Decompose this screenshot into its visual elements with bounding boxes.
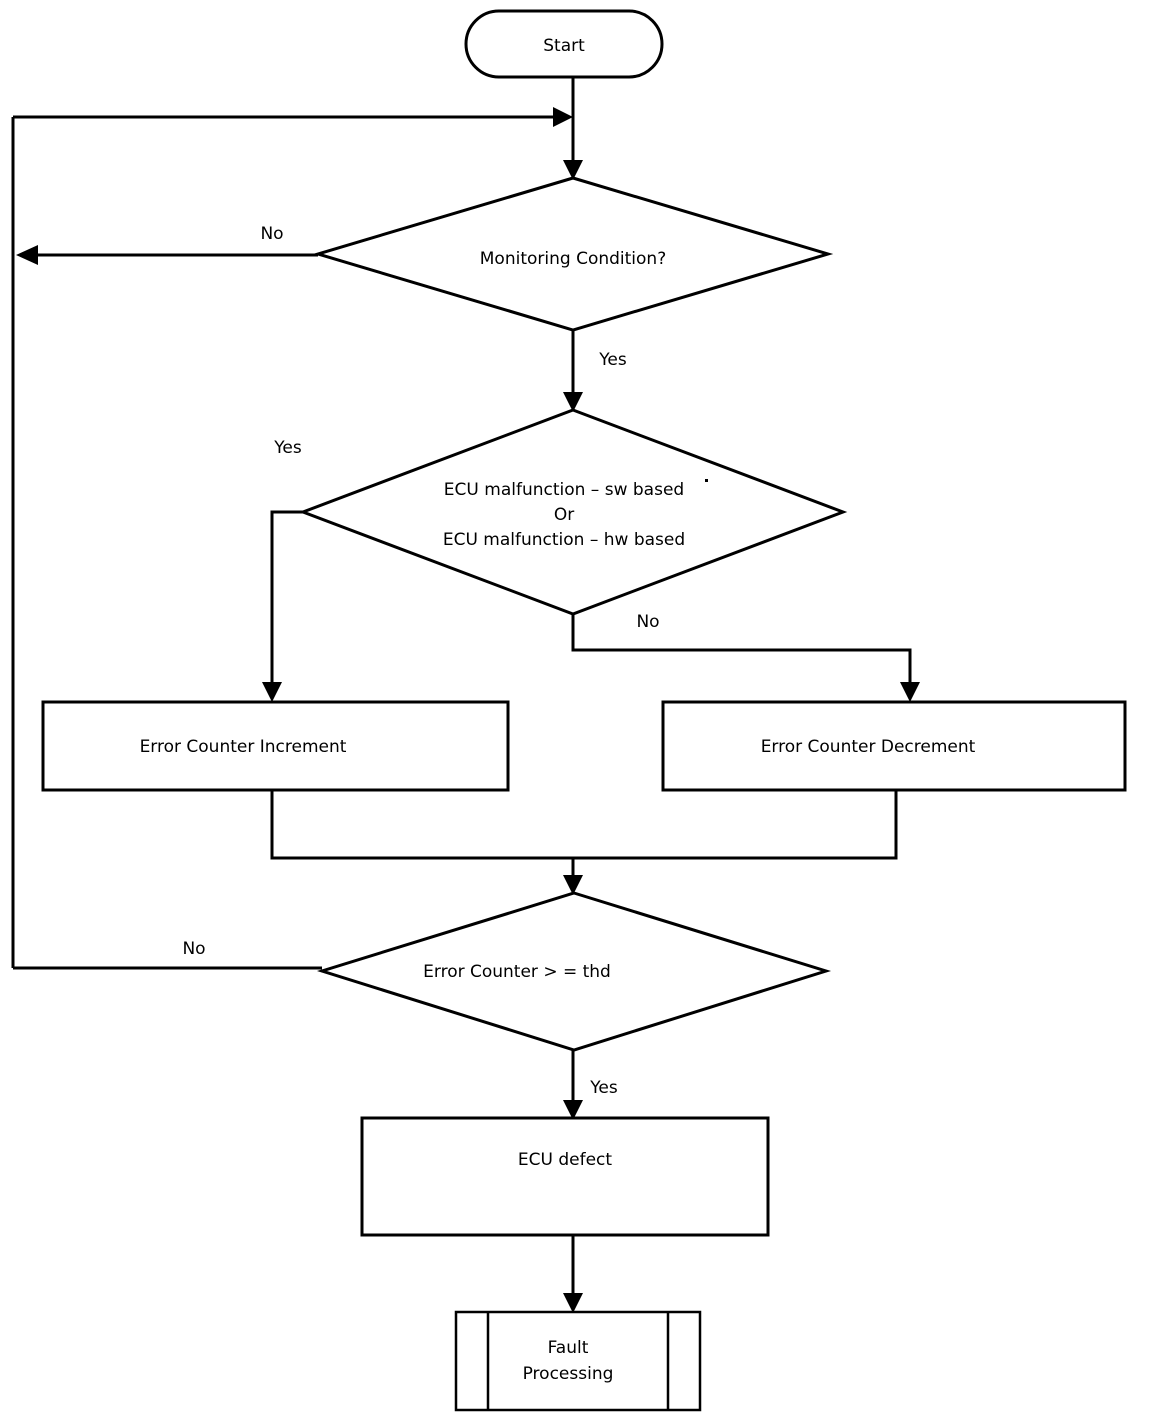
node-error-counter-increment-shape[interactable]: [41, 700, 510, 792]
arrowhead-merge-to-threshold: [563, 875, 583, 895]
arrowhead-monitoring-yes: [563, 392, 583, 412]
edge-label-malfunction-no: No: [636, 612, 659, 632]
node-start-label: Start: [543, 36, 585, 56]
edge-label-malfunction-yes: Yes: [273, 438, 302, 458]
node-fault-processing-shape[interactable]: [454, 1310, 702, 1412]
edge-label-threshold-no: No: [182, 939, 205, 959]
node-ecu-malfunction-shape[interactable]: [298, 408, 848, 616]
arrowhead-threshold-yes: [563, 1100, 583, 1120]
node-ecu-malfunction-line3: ECU malfunction – hw based: [443, 530, 685, 550]
node-start-shape[interactable]: [464, 9, 664, 79]
arrowhead-malfunction-no: [900, 682, 920, 702]
node-error-counter-threshold-shape[interactable]: [316, 891, 832, 1052]
edge-label-threshold-yes: Yes: [589, 1078, 618, 1098]
node-ecu-malfunction-line2: Or: [554, 505, 574, 525]
edge-malfunction-yes: [270, 510, 305, 694]
ink-speck-artifact: [705, 479, 708, 482]
edge-malfunction-no: [571, 614, 912, 694]
edge-decrement-to-merge: [573, 790, 898, 860]
node-error-counter-increment-label: Error Counter Increment: [140, 737, 347, 757]
node-fault-processing-line2: Processing: [523, 1364, 614, 1384]
node-ecu-defect-shape[interactable]: [360, 1116, 770, 1237]
node-monitoring-condition-shape[interactable]: [312, 176, 834, 332]
arrowhead-loopback-to-main: [553, 107, 573, 127]
arrowhead-malfunction-yes: [262, 682, 282, 702]
node-error-counter-decrement-shape[interactable]: [661, 700, 1127, 792]
edge-label-monitoring-yes: Yes: [598, 350, 627, 370]
node-ecu-malfunction-line1: ECU malfunction – sw based: [444, 480, 684, 500]
arrowhead-defect-to-fault: [563, 1293, 583, 1313]
node-fault-processing-line1: Fault: [548, 1338, 589, 1358]
edge-increment-to-merge: [270, 790, 573, 860]
arrowhead-monitoring-no: [16, 245, 38, 265]
node-error-counter-decrement-label: Error Counter Decrement: [761, 737, 976, 757]
node-error-counter-threshold-label: Error Counter > = thd: [423, 962, 611, 982]
node-monitoring-condition-label: Monitoring Condition?: [480, 249, 666, 269]
edge-label-monitoring-no: No: [260, 224, 283, 244]
node-ecu-defect-label: ECU defect: [518, 1150, 612, 1170]
arrowhead-start-to-monitoring: [563, 160, 583, 180]
